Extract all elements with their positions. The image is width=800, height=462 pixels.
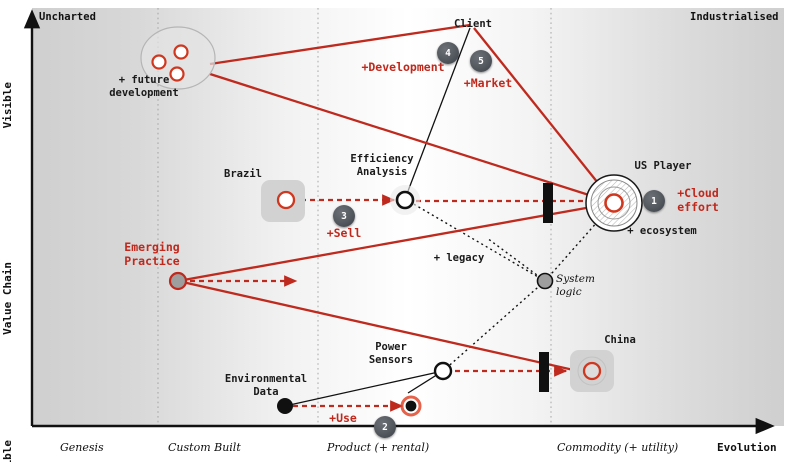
node-power-sensors	[433, 361, 453, 381]
node-environmental-data-target	[400, 395, 422, 417]
node-label-brazil: Brazil	[224, 168, 262, 180]
node-china	[570, 350, 614, 392]
node-environmental-data	[277, 398, 293, 414]
axis-y-invisible: Invisible	[1, 440, 14, 462]
annotation-market: +Market	[463, 76, 513, 90]
node-label-system-logic: System logic	[556, 273, 595, 298]
inertia-barrier-lower	[539, 352, 549, 392]
annotation-development: +Development	[361, 60, 445, 74]
badge-1[interactable]: 1	[643, 190, 665, 212]
badge-2[interactable]: 2	[374, 416, 396, 438]
inertia-barrier-upper	[543, 183, 553, 223]
node-label-us-player: US Player	[634, 160, 692, 172]
node-future-development	[140, 26, 216, 90]
node-label-emerging-practice: Emerging Practice	[124, 240, 180, 268]
badge-4[interactable]: 4	[437, 42, 459, 64]
node-label-power-sensors: Power Sensors	[368, 341, 414, 366]
node-label-china: China	[604, 334, 636, 346]
annotation-use: +Use	[329, 411, 357, 425]
node-emerging-practice	[168, 271, 188, 291]
axis-y-visible: Visible	[1, 82, 14, 129]
corner-label-uncharted: Uncharted	[39, 11, 96, 23]
corner-label-industrialised: Industrialised	[690, 11, 779, 23]
axis-x-title: Evolution	[717, 441, 777, 454]
node-label-environmental-data: Environmental Data	[224, 373, 308, 398]
stage-label-genesis: Genesis	[60, 441, 104, 454]
node-label-future-development: + future development	[109, 74, 179, 99]
annotation-cloud-effort: +Cloud effort	[677, 186, 719, 214]
node-label-client: Client	[454, 18, 492, 30]
stage-label-commodity-utility: Commodity (+ utility)	[557, 441, 679, 454]
node-label-efficiency-analysis: Efficiency Analysis	[350, 153, 414, 178]
node-brazil	[261, 180, 305, 222]
axis-y-title: Value Chain	[1, 262, 14, 335]
node-system-logic	[536, 272, 554, 290]
stage-label-product-rental: Product (+ rental)	[327, 441, 430, 454]
annotation-sell: +Sell	[326, 226, 362, 240]
node-label-ecosystem: + ecosystem	[627, 225, 697, 237]
stage-label-custom-built: Custom Built	[168, 441, 241, 454]
badge-5[interactable]: 5	[470, 50, 492, 72]
node-efficiency-analysis	[390, 185, 420, 215]
badge-3[interactable]: 3	[333, 205, 355, 227]
node-label-legacy: + legacy	[433, 252, 485, 264]
node-us-player	[585, 174, 643, 232]
